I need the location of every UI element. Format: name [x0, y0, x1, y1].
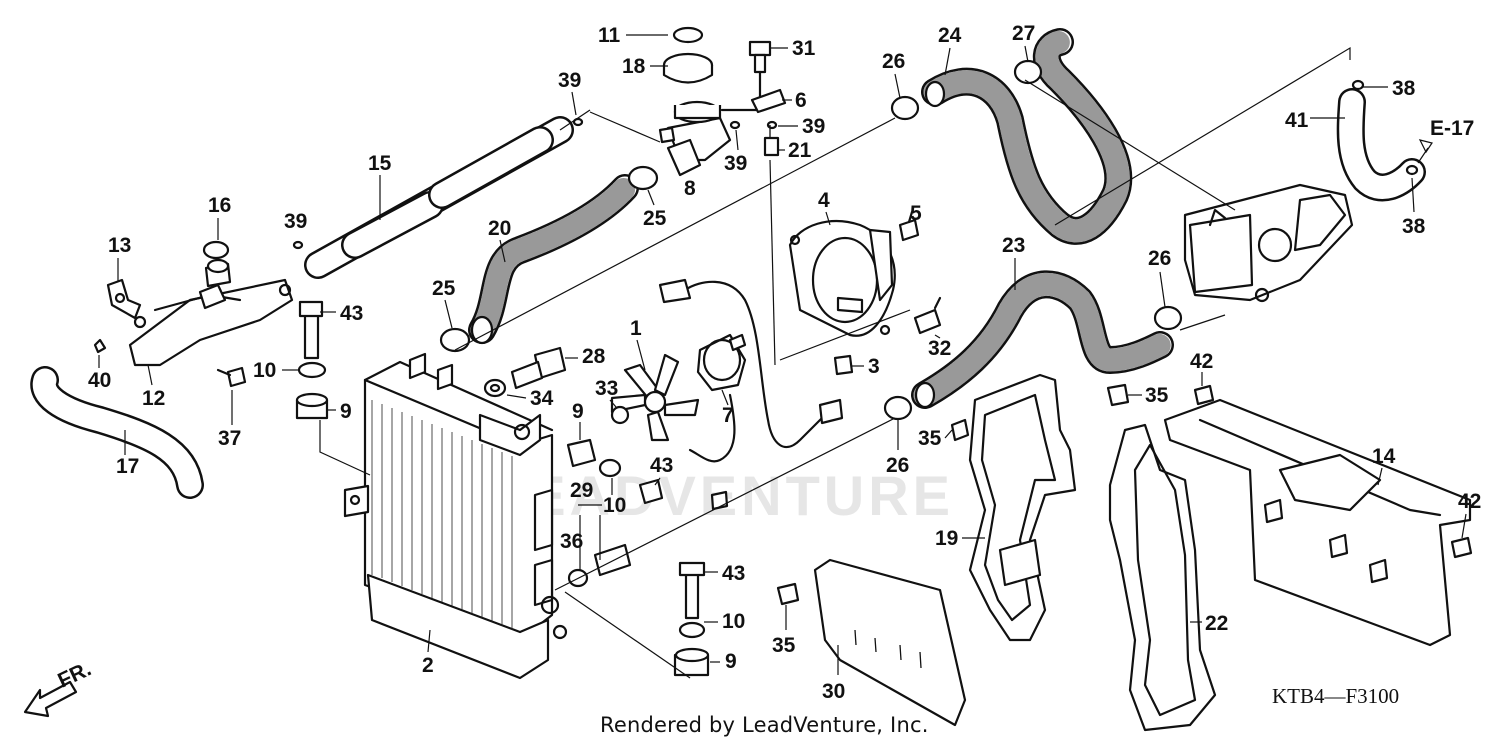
callout-31: 31: [792, 37, 816, 60]
fan-motor: [658, 278, 844, 511]
callout-8: 8: [684, 177, 696, 200]
hose-41: [1336, 88, 1426, 202]
credit-text: Rendered by LeadVenture, Inc.: [600, 713, 929, 737]
callout-29: 29: [570, 479, 593, 502]
side-cover-19: [968, 373, 1077, 642]
callout-10-b: 10: [603, 494, 626, 517]
bolt-5: [898, 210, 920, 242]
fitting-6: [750, 88, 787, 114]
callout-43-b: 43: [650, 454, 673, 477]
callout-35-b: 35: [1145, 384, 1169, 407]
callout-26-a: 26: [882, 50, 905, 73]
callout-24: 24: [938, 24, 962, 47]
upper-radiator-hose: [468, 174, 639, 345]
callout-26-b: 26: [1148, 247, 1171, 270]
radiator: [343, 352, 568, 680]
overflow-hose: [30, 366, 204, 499]
callout-labels: 11 18 31 6 39 21 39 8 39 25 15 16 13 39 …: [88, 22, 1481, 703]
side-cover-30: [813, 558, 967, 727]
callout-5: 5: [910, 202, 922, 225]
mount-grommet-upper-left: [295, 300, 329, 420]
callout-39-b: 39: [724, 152, 747, 175]
callout-15: 15: [368, 152, 392, 175]
clip-40: [93, 338, 107, 354]
clip-3: [833, 354, 854, 376]
callout-6: 6: [795, 89, 807, 112]
callout-30: 30: [822, 680, 845, 703]
lower-radiator-hose: [911, 270, 1174, 409]
callout-28: 28: [582, 345, 606, 368]
thermo-switch-28: [510, 346, 567, 390]
callout-9-c: 9: [725, 650, 737, 673]
callout-25-a: 25: [643, 207, 667, 230]
callout-35-a: 35: [918, 427, 942, 450]
callout-13: 13: [108, 234, 131, 257]
mount-grommet-right: [566, 438, 664, 505]
assembly-lines: [319, 46, 1433, 679]
washer-34: [483, 378, 507, 398]
callout-18: 18: [622, 55, 646, 78]
callout-39-a: 39: [558, 69, 581, 92]
callout-20: 20: [488, 217, 511, 240]
callout-19: 19: [935, 527, 958, 550]
mount-grommet-lower: [673, 561, 710, 677]
reserve-tank: [106, 240, 294, 367]
callout-34: 34: [530, 387, 554, 410]
sensor-21: [763, 125, 780, 157]
callout-37: 37: [218, 427, 241, 450]
filler-neck: [658, 26, 732, 177]
callout-38-b: 38: [1402, 215, 1426, 238]
side-cover-22: [1108, 423, 1217, 732]
callout-16: 16: [208, 194, 231, 217]
thermostat-housing: [1183, 183, 1354, 303]
bolt-32: [913, 296, 942, 335]
callout-42-b: 42: [1458, 490, 1481, 513]
callout-43-c: 43: [722, 562, 745, 585]
callout-e17: E-17: [1430, 117, 1474, 140]
diagram-code: KTB4—F3100: [1272, 684, 1400, 708]
callout-23: 23: [1002, 234, 1025, 257]
callout-4: 4: [818, 189, 830, 212]
callout-10-a: 10: [253, 359, 276, 382]
callout-7: 7: [722, 404, 734, 427]
callout-42-a: 42: [1190, 350, 1213, 373]
callout-2: 2: [422, 654, 434, 677]
callout-43-a: 43: [340, 302, 363, 325]
callout-12: 12: [142, 387, 165, 410]
callout-39-d: 39: [284, 210, 307, 233]
callout-22: 22: [1205, 612, 1228, 635]
bracket-14: [1163, 398, 1472, 647]
bolt-42-pair: [1193, 384, 1473, 559]
callout-27: 27: [1012, 22, 1035, 45]
callout-41: 41: [1285, 109, 1309, 132]
callout-38-a: 38: [1392, 77, 1416, 100]
callout-10-c: 10: [722, 610, 745, 633]
clip-35-set: [776, 383, 1130, 606]
fan-shroud: [788, 220, 896, 337]
nut-33: [610, 405, 630, 425]
callout-1: 1: [630, 317, 642, 340]
callout-25-b: 25: [432, 277, 456, 300]
callout-40: 40: [88, 369, 111, 392]
callout-9-a: 9: [340, 400, 352, 423]
callout-33: 33: [595, 377, 618, 400]
callout-26-c: 26: [886, 454, 909, 477]
callout-3: 3: [868, 355, 880, 378]
callout-35-c: 35: [772, 634, 796, 657]
siphon-pipe: [304, 116, 574, 279]
cooling-fan: [610, 353, 700, 442]
bolt-37: [216, 366, 247, 388]
callout-36: 36: [560, 530, 583, 553]
callout-39-c: 39: [802, 115, 825, 138]
callout-21: 21: [788, 139, 812, 162]
callout-9-b: 9: [572, 400, 584, 423]
callout-32: 32: [928, 337, 951, 360]
front-direction-arrow: FR.: [23, 657, 95, 718]
callout-14: 14: [1372, 445, 1396, 468]
callout-17: 17: [116, 455, 139, 478]
callout-11: 11: [598, 24, 621, 47]
hose-24: [921, 28, 1133, 245]
